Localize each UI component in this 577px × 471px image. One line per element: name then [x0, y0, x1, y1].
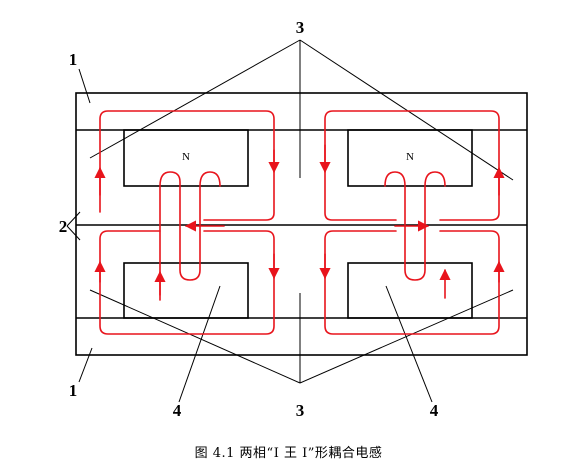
leader-3-top-right [299, 39, 514, 181]
leader-1-top [78, 68, 91, 104]
leader-2-upper [66, 211, 81, 227]
flux-winding-right [384, 171, 446, 281]
leader-3-bottom-left [89, 289, 301, 384]
leader-1-bottom [78, 347, 93, 383]
core-outline [75, 92, 528, 356]
callout-3-top: 3 [296, 18, 305, 37]
flux-paths [94, 110, 505, 335]
callout-1-bottom: 1 [69, 381, 78, 400]
leader-4-right [385, 285, 433, 403]
winding-window-bottom-left [123, 262, 249, 319]
flux-winding-left [159, 171, 221, 296]
pole-label-right: N [406, 151, 414, 163]
leader-4-left [178, 285, 221, 403]
winding-window-top-right [347, 129, 473, 187]
leader-3-top-left [89, 39, 301, 159]
callout-4-left: 4 [173, 401, 182, 420]
magnetic-core [75, 92, 528, 356]
pole-label-left: N [182, 151, 190, 163]
callout-2: 2 [59, 217, 68, 236]
flux-loop-left-top [99, 110, 275, 221]
winding-window-top-left [123, 129, 249, 187]
flux-loop-left-bottom [99, 230, 275, 335]
winding-window-bottom-right [347, 262, 473, 319]
figure-caption: 图 4.1 两相“I 王 I”形耦合电感 [194, 446, 383, 461]
flux-loop-right-top [324, 110, 500, 221]
leader-lines [66, 39, 514, 403]
callout-1-top: 1 [69, 50, 78, 69]
callout-4-right: 4 [430, 401, 439, 420]
callout-3-bottom: 3 [296, 401, 305, 420]
flux-loop-right-bottom [324, 230, 500, 335]
leader-2-lower [66, 225, 81, 241]
